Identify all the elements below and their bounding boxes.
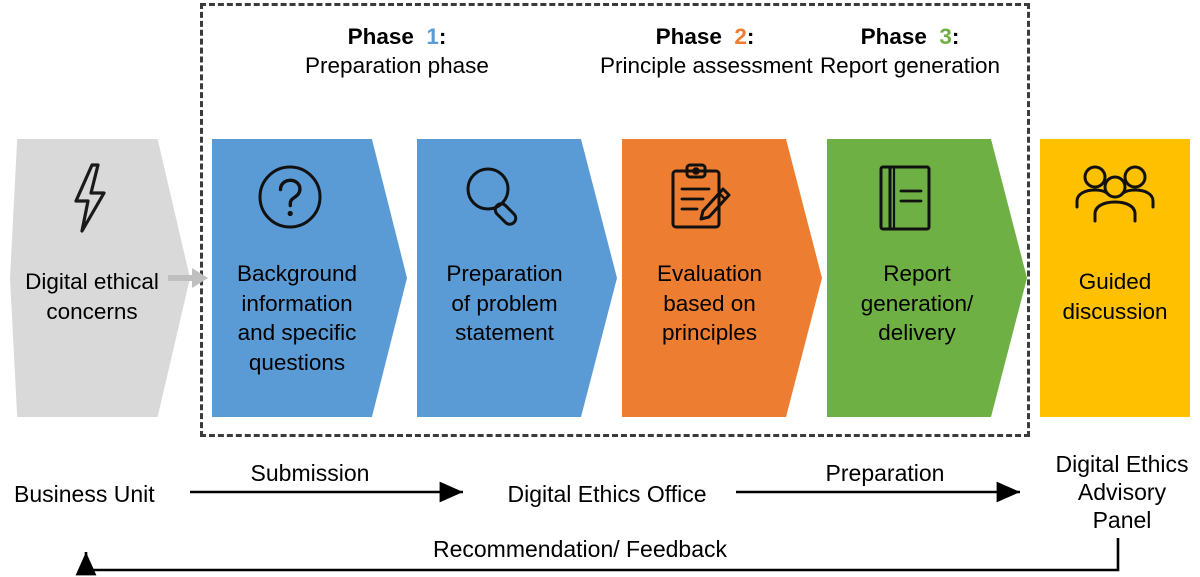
- phase-1-subtitle: Preparation phase: [305, 53, 489, 78]
- magnifying-glass-icon: [417, 161, 595, 233]
- phase-3-subtitle: Report generation: [819, 53, 1001, 78]
- phase-2-number: 2: [734, 24, 747, 49]
- phase-1-number: 1: [426, 24, 439, 49]
- phase-header-3: Phase 3: Report generation: [805, 22, 1015, 80]
- question-mark-circle-icon: [212, 161, 387, 233]
- step-label-guided-discussion: Guided discussion: [1062, 269, 1168, 324]
- lightning-bolt-icon: [10, 161, 180, 235]
- step-background-information[interactable]: Background information and specific ques…: [212, 139, 407, 417]
- phase-3-title: Phase: [860, 24, 927, 49]
- step-label-background-information: Background information and specific ques…: [236, 261, 358, 375]
- book-report-icon: [827, 161, 1005, 235]
- step-digital-ethical-concerns[interactable]: Digital ethical concerns: [10, 139, 190, 417]
- phase-1-title: Phase: [347, 24, 414, 49]
- flow-actor-digital-ethics-office: Digital Ethics Office: [507, 481, 707, 507]
- step-preparation-of-problem-statement[interactable]: Preparation of problem statement: [417, 139, 617, 417]
- phase-2-colon: :: [746, 24, 755, 49]
- step-guided-discussion[interactable]: Guided discussion: [1040, 139, 1190, 417]
- step-report-generation-delivery[interactable]: Report generation/ delivery: [827, 139, 1027, 417]
- flow-arrow-label-submission: Submission: [250, 460, 370, 486]
- flow-actor-business-unit: Business Unit: [14, 481, 155, 507]
- step-evaluation-based-on-principles[interactable]: Evaluation based on principles: [622, 139, 822, 417]
- flow-arrow-label-recommendation-feedback: Recommendation/ Feedback: [432, 536, 728, 562]
- step-label-evaluation-based-on-principles: Evaluation based on principles: [656, 261, 763, 345]
- phase-header-1: Phase 1: Preparation phase: [292, 22, 502, 80]
- phase-2-title: Phase: [655, 24, 722, 49]
- phase-3-colon: :: [951, 24, 960, 49]
- flow-arrow-label-preparation: Preparation: [825, 460, 945, 486]
- step-label-preparation-of-problem-statement: Preparation of problem statement: [446, 261, 563, 345]
- phase-3-number: 3: [939, 24, 952, 49]
- step-label-digital-ethical-concerns: Digital ethical concerns: [25, 269, 159, 324]
- phase-1-colon: :: [438, 24, 447, 49]
- phase-header-2: Phase 2: Principle assessment: [600, 22, 813, 80]
- phase-2-subtitle: Principle assessment: [600, 53, 813, 78]
- step-label-report-generation-delivery: Report generation/ delivery: [860, 261, 974, 345]
- flow-actor-digital-ethics-advisory-panel: Digital Ethics Advisory Panel: [1055, 451, 1189, 533]
- people-group-icon: [1040, 161, 1190, 223]
- clipboard-pencil-icon: [622, 161, 800, 237]
